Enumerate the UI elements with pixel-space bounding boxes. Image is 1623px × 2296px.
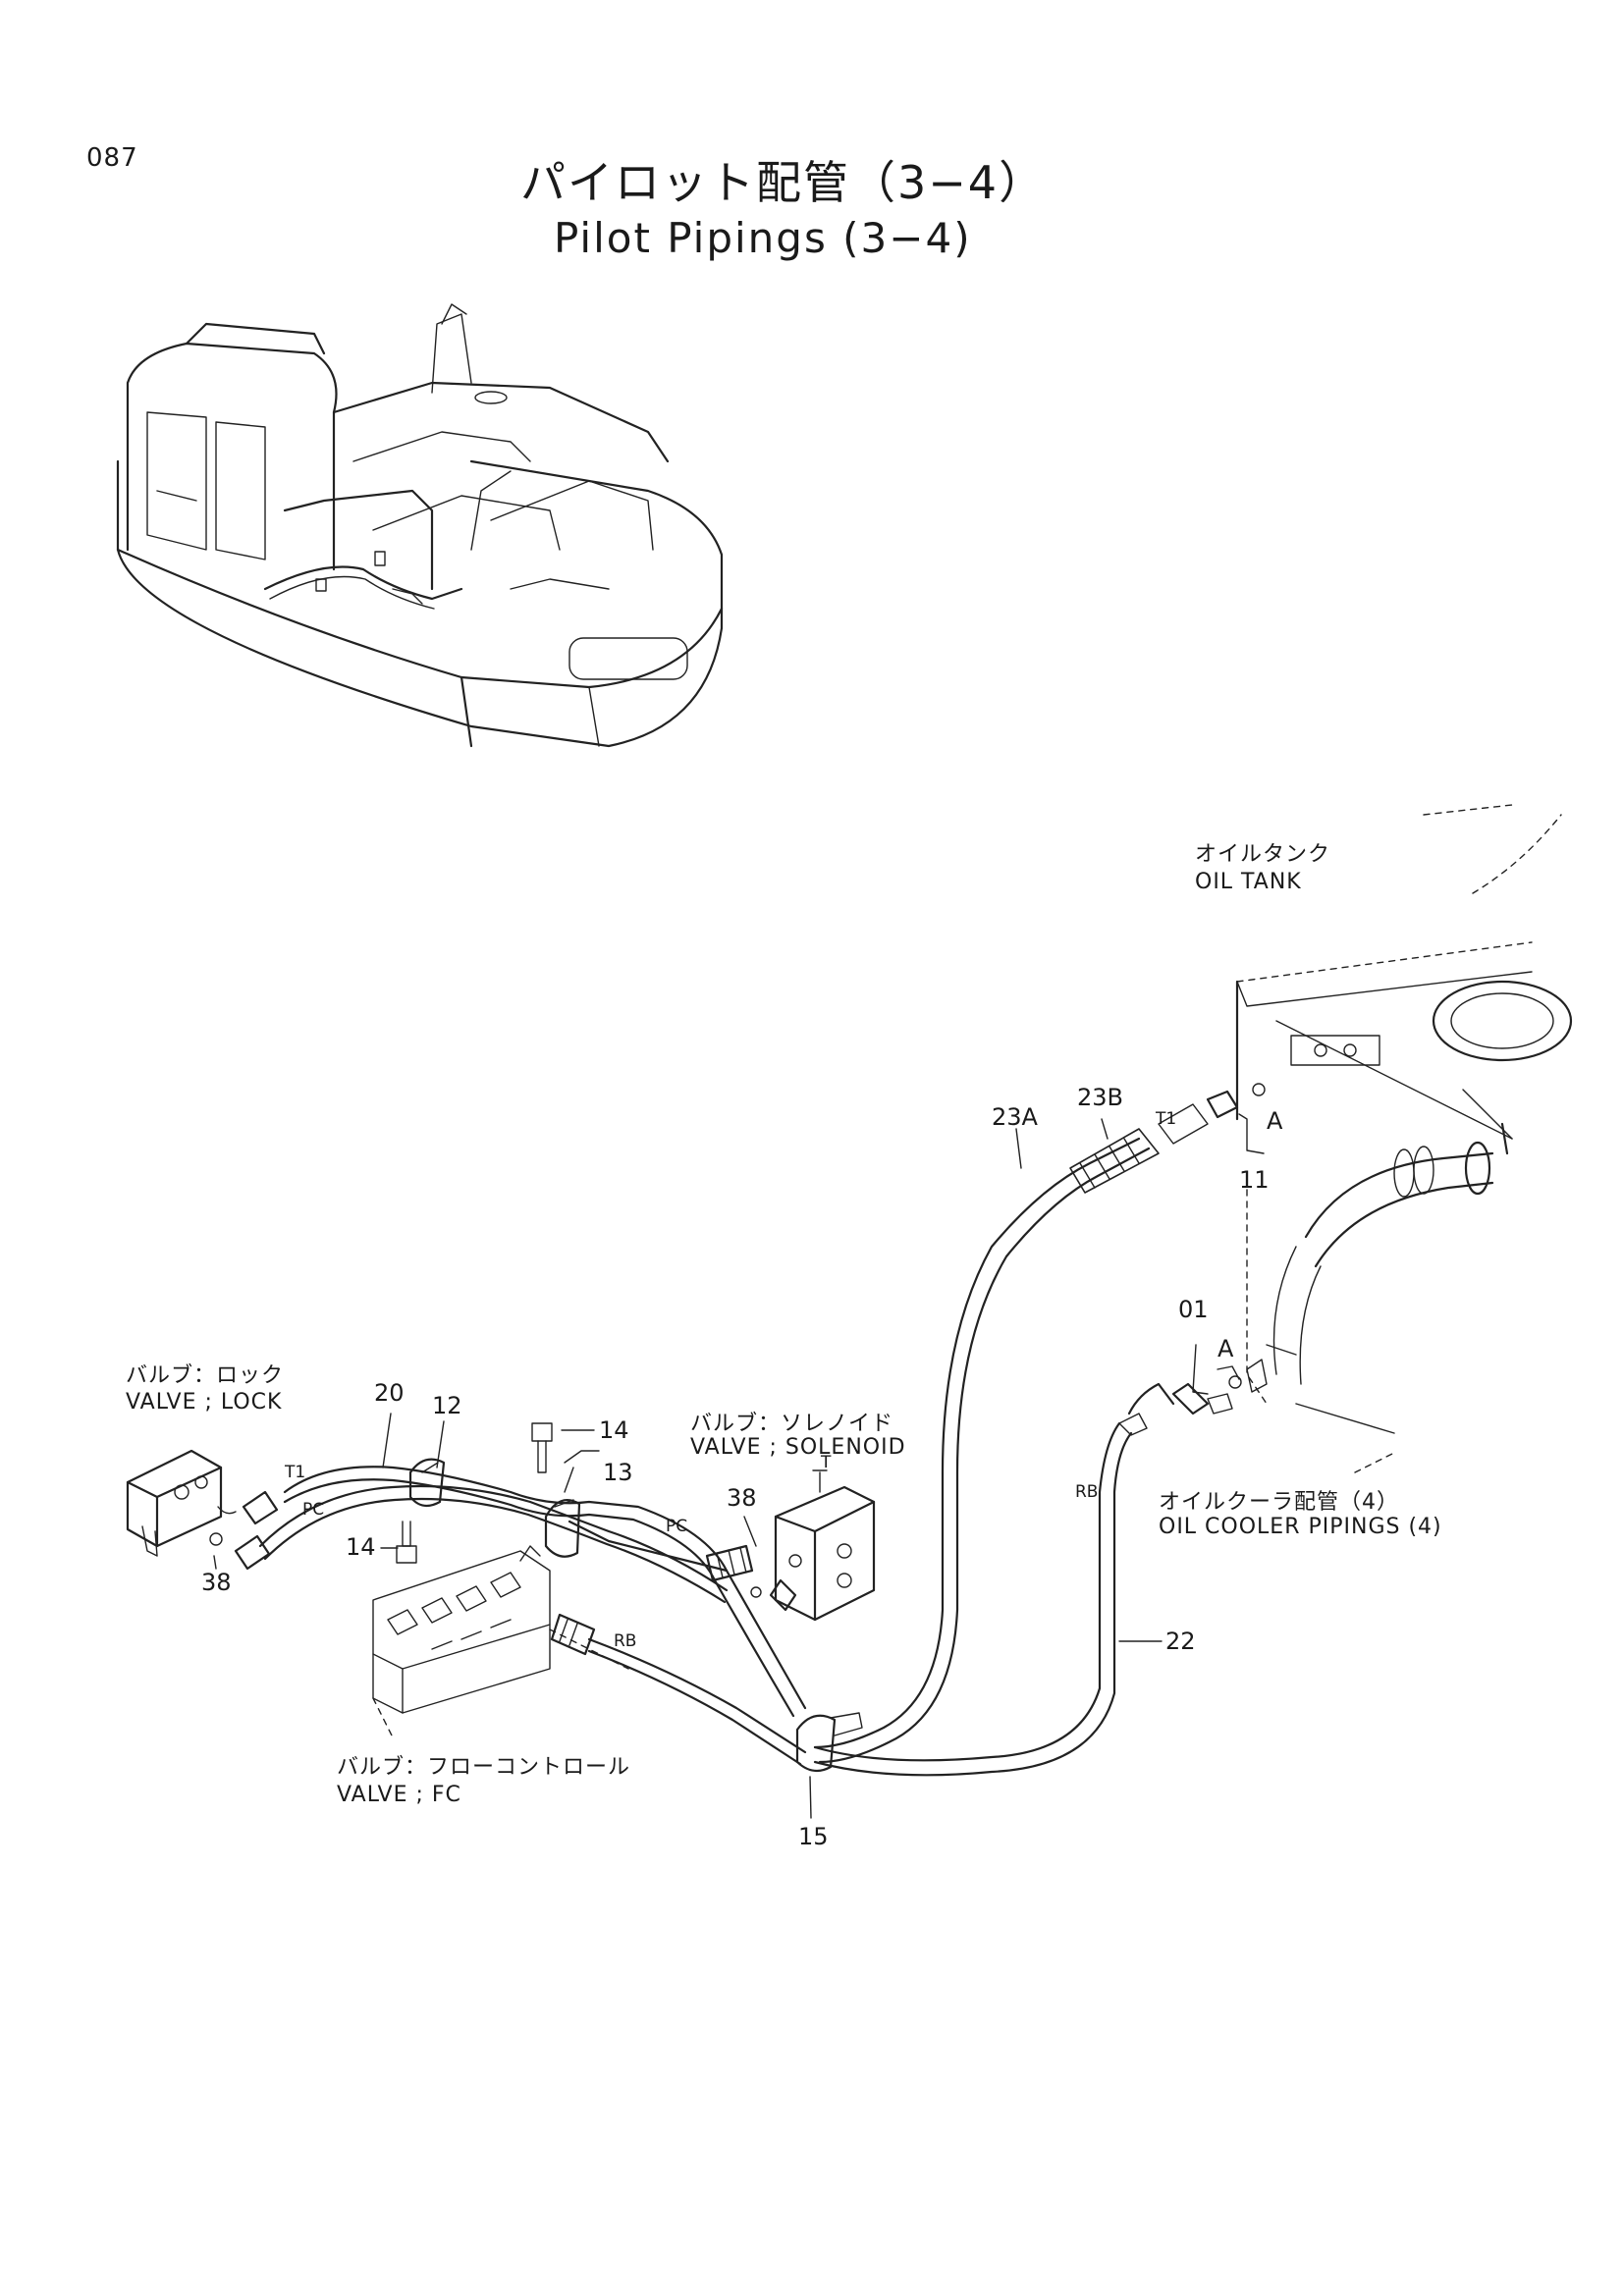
clamps <box>408 1458 863 1773</box>
callout-11: 11 <box>1239 1166 1270 1194</box>
callout-12: 12 <box>432 1392 462 1419</box>
bolts <box>396 1422 553 1564</box>
port-label-rb-fc: RB <box>614 1631 637 1651</box>
callout-23b: 23B <box>1077 1084 1124 1111</box>
fc-valve-illustration <box>372 1545 629 1738</box>
solenoid-valve-label-en: VALVE ; SOLENOID <box>690 1435 906 1460</box>
lock-valve-illustration <box>126 1449 223 1557</box>
lock-valve-label-en: VALVE ; LOCK <box>126 1390 283 1415</box>
page-number: 087 <box>86 143 138 173</box>
callout-20: 20 <box>374 1379 405 1407</box>
detail-a-cooler: A <box>1217 1335 1234 1362</box>
port-label-t1-lock: T1 <box>285 1463 306 1482</box>
callout-01: 01 <box>1178 1296 1209 1323</box>
callout-14-bottom: 14 <box>346 1533 376 1561</box>
callout-38-lock: 38 <box>201 1569 232 1596</box>
port-label-rb-cooler: RB <box>1075 1482 1099 1502</box>
callout-13: 13 <box>603 1459 633 1486</box>
fc-valve-label-en: VALVE ; FC <box>337 1783 461 1807</box>
port-label-t1-tank: T1 <box>1156 1109 1177 1129</box>
callout-22: 22 <box>1165 1628 1196 1655</box>
page-title-jp: パイロット配管（3−4） <box>520 156 1047 209</box>
port-label-t-solenoid: T <box>821 1453 832 1472</box>
leader-lines <box>213 1113 1265 1819</box>
port-label-pc-solenoid: PC <box>666 1517 688 1536</box>
callout-14-top: 14 <box>599 1416 629 1444</box>
oil-tank-illustration <box>1235 804 1573 1473</box>
oil-tank-label-jp: オイルタンク <box>1195 842 1331 867</box>
pilot-hoses <box>217 1083 1268 1777</box>
oil-tank-label-en: OIL TANK <box>1195 870 1302 894</box>
port-label-pc-lock: PC <box>302 1500 325 1520</box>
callout-15: 15 <box>798 1823 829 1850</box>
solenoid-valve-label-jp: バルブ：ソレノイド <box>690 1412 894 1436</box>
oil-cooler-label-jp: オイルクーラ配管（4） <box>1159 1490 1399 1515</box>
oil-cooler-label-en: OIL COOLER PIPINGS (4) <box>1159 1515 1442 1539</box>
excavator-overview-illustration <box>116 303 724 748</box>
page-title-en: Pilot Pipings (3−4) <box>554 214 972 262</box>
detail-a-tank: A <box>1267 1107 1283 1135</box>
callout-23a: 23A <box>992 1103 1038 1131</box>
callout-38-solenoid: 38 <box>727 1484 757 1512</box>
lock-valve-label-jp: バルブ：ロック <box>126 1363 285 1388</box>
solenoid-valve-illustration <box>750 1469 876 1622</box>
fc-valve-label-jp: バルブ：フローコントロール <box>337 1755 631 1780</box>
